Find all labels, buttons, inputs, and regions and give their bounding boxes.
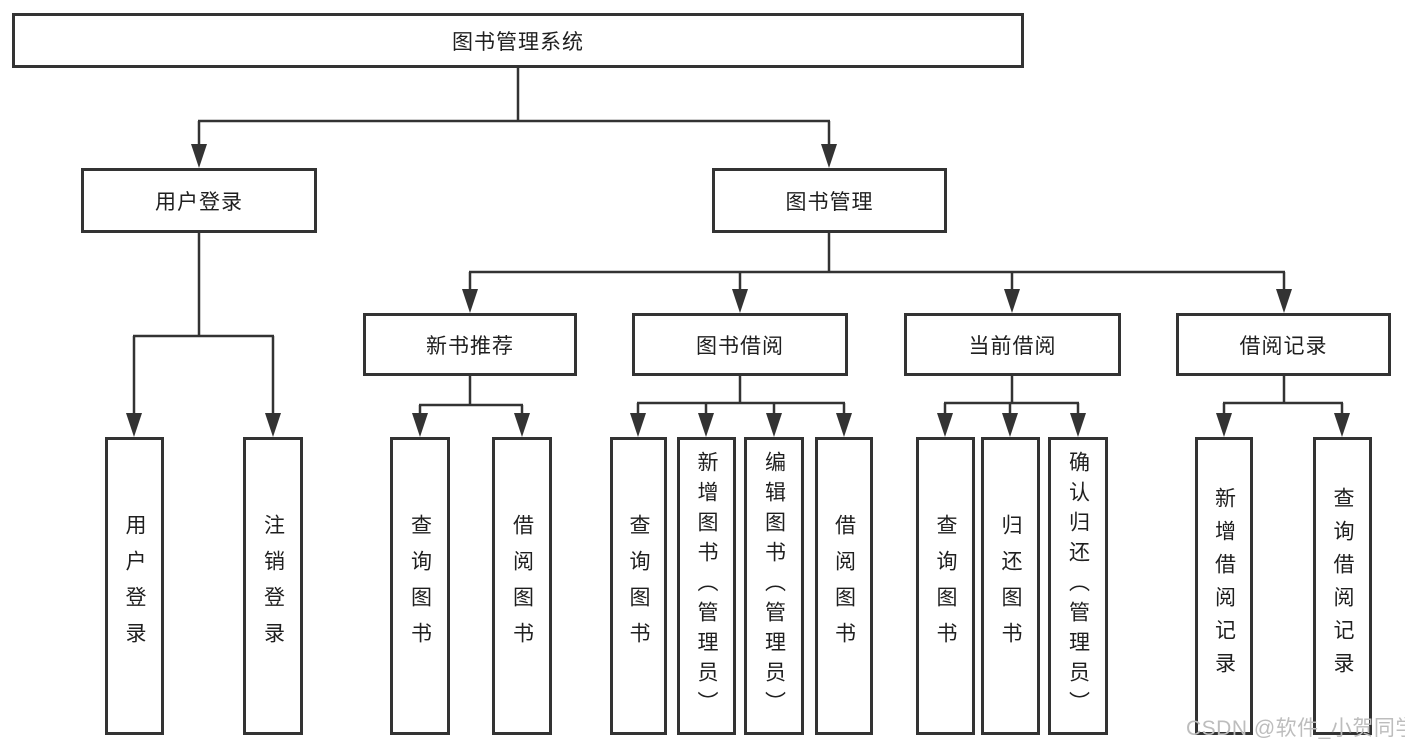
connector-current-borrow-to-leaves bbox=[943, 376, 1080, 419]
leaf-rec-borrow-books: 借阅图书 bbox=[492, 437, 552, 735]
leaf-bb-add-books-admin: 新增图书（管理员） bbox=[677, 437, 736, 735]
node-new-rec: 新书推荐 bbox=[363, 313, 577, 376]
arrowhead bbox=[126, 413, 142, 437]
connector-new-rec-to-leaves bbox=[418, 376, 524, 419]
leaf-rec-borrow-books-label: 借阅图书 bbox=[510, 514, 534, 658]
leaf-bb-add-books-admin-label: 新增图书（管理员） bbox=[695, 451, 718, 721]
leaf-rec-query-books-label: 查询图书 bbox=[408, 514, 432, 658]
arrowhead bbox=[766, 413, 782, 437]
leaf-bb-borrow-books-label: 借阅图书 bbox=[832, 514, 856, 658]
arrowhead bbox=[836, 413, 852, 437]
node-current-borrow-label: 当前借阅 bbox=[968, 334, 1057, 358]
connector-book-borrow-to-leaves bbox=[636, 376, 846, 419]
arrowhead bbox=[1334, 413, 1350, 437]
arrowhead bbox=[732, 289, 748, 313]
arrowhead bbox=[1004, 289, 1020, 313]
leaf-br-query-record-label: 查询借阅记录 bbox=[1331, 487, 1354, 685]
leaf-bb-borrow-books: 借阅图书 bbox=[815, 437, 873, 735]
node-user-login-label: 用户登录 bbox=[155, 190, 243, 214]
node-borrow-records: 借阅记录 bbox=[1176, 313, 1391, 376]
arrowhead bbox=[462, 289, 478, 313]
arrowhead bbox=[412, 413, 428, 437]
arrowhead bbox=[698, 413, 714, 437]
csdn-watermark: CSDN @软件_小贺同学 bbox=[1186, 717, 1405, 740]
node-book-mgmt: 图书管理 bbox=[712, 168, 947, 233]
node-book-borrow-label: 图书借阅 bbox=[696, 334, 784, 358]
leaf-cb-query-books-label: 查询图书 bbox=[934, 514, 957, 658]
leaf-bb-query-books: 查询图书 bbox=[610, 437, 667, 735]
arrowhead bbox=[1002, 413, 1018, 437]
arrowhead bbox=[821, 144, 837, 168]
leaf-rec-query-books: 查询图书 bbox=[390, 437, 450, 735]
node-root-label: 图书管理系统 bbox=[452, 30, 584, 54]
leaf-user-login: 用户登录 bbox=[105, 437, 164, 735]
node-borrow-records-label: 借阅记录 bbox=[1239, 334, 1328, 358]
connector-book-mgmt-to-level3 bbox=[468, 233, 1286, 296]
arrowhead bbox=[1276, 289, 1292, 313]
leaf-bb-edit-books-admin: 编辑图书（管理员） bbox=[744, 437, 804, 735]
leaf-cb-return-books: 归还图书 bbox=[981, 437, 1040, 735]
leaf-cb-confirm-return-admin-label: 确认归还（管理员） bbox=[1066, 451, 1090, 721]
connector-borrow-records-to-leaves bbox=[1222, 376, 1344, 419]
leaf-logout: 注销登录 bbox=[243, 437, 303, 735]
node-current-borrow: 当前借阅 bbox=[904, 313, 1121, 376]
leaf-cb-return-books-label: 归还图书 bbox=[999, 514, 1022, 658]
leaf-br-add-record: 新增借阅记录 bbox=[1195, 437, 1253, 735]
arrowhead bbox=[1216, 413, 1232, 437]
node-book-mgmt-label: 图书管理 bbox=[785, 190, 874, 214]
leaf-bb-query-books-label: 查询图书 bbox=[627, 514, 650, 658]
node-root: 图书管理系统 bbox=[12, 13, 1024, 68]
arrowhead bbox=[1070, 413, 1086, 437]
leaf-user-login-label: 用户登录 bbox=[123, 514, 146, 658]
arrowhead bbox=[630, 413, 646, 437]
leaf-cb-confirm-return-admin: 确认归还（管理员） bbox=[1048, 437, 1108, 735]
node-book-borrow: 图书借阅 bbox=[632, 313, 848, 376]
node-new-rec-label: 新书推荐 bbox=[426, 334, 514, 358]
leaf-br-query-record: 查询借阅记录 bbox=[1313, 437, 1372, 735]
connector-root-to-level2 bbox=[197, 68, 831, 152]
leaf-logout-label: 注销登录 bbox=[261, 514, 285, 658]
arrowhead bbox=[514, 413, 530, 437]
connector-user-login-to-leaves bbox=[132, 233, 275, 420]
arrowhead bbox=[265, 413, 281, 437]
leaf-cb-query-books: 查询图书 bbox=[916, 437, 975, 735]
leaf-br-add-record-label: 新增借阅记录 bbox=[1212, 487, 1236, 685]
leaf-bb-edit-books-admin-label: 编辑图书（管理员） bbox=[762, 451, 786, 721]
arrowhead bbox=[191, 144, 207, 168]
arrowhead bbox=[937, 413, 953, 437]
node-user-login: 用户登录 bbox=[81, 168, 317, 233]
